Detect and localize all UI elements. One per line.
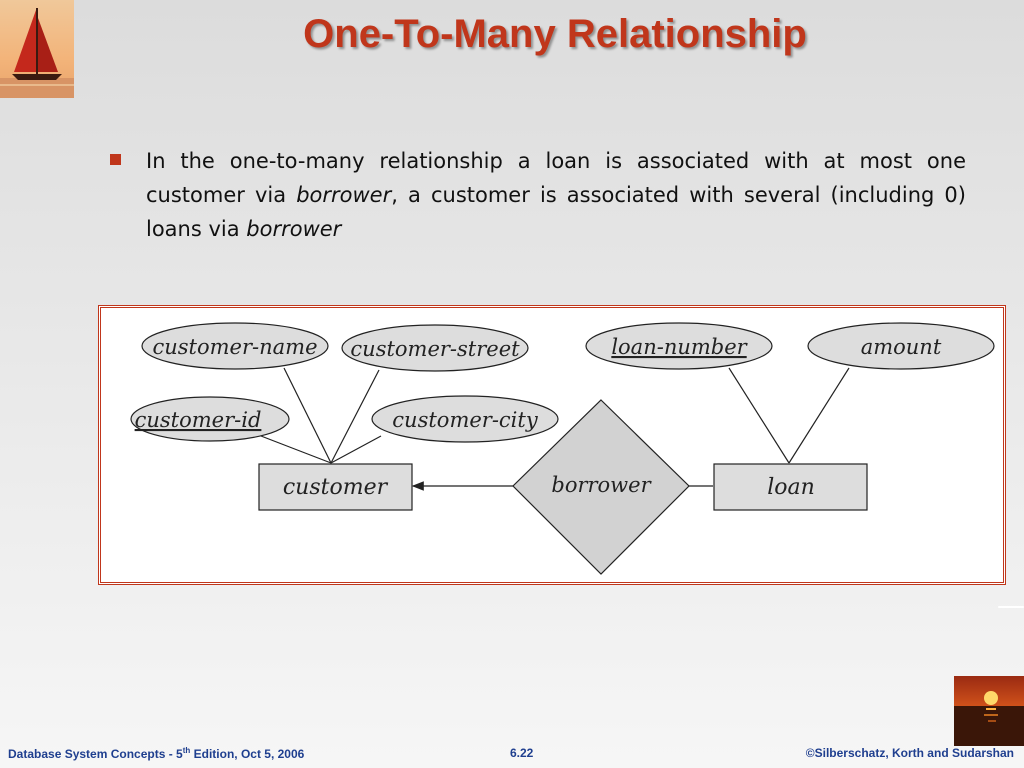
bullet-text: In the one-to-many relationship a loan i… [146,144,966,246]
entity-customer: customer [258,463,413,511]
attribute-label: customer-street [350,337,520,361]
footer-edition-date: Edition, Oct 5, 2006 [190,747,305,761]
edge-customer-street [330,369,380,464]
footer-slide-number: 6.22 [510,746,534,760]
attribute-label: amount [861,335,942,359]
attribute-customer-id: customer-id [130,396,290,442]
bullet-text-part1: In the one-to-many relationship a loan i… [146,149,966,207]
square-bullet-icon [110,154,121,165]
slide-title: One-To-Many Relationship [303,12,807,56]
edge-loan-number [728,367,790,464]
key-attribute-label: customer-id [135,408,262,432]
er-diagram: customer-name customer-street customer-i… [130,322,995,575]
relationship-label: borrower [551,473,652,497]
attribute-customer-street: customer-street [341,324,529,372]
edge-customer-name [283,367,332,464]
attribute-label: customer-name [152,335,317,359]
sunset-logo-icon [954,676,1024,746]
key-attribute-label: loan-number [611,335,748,359]
bullet-emphasis-borrower-1: borrower [296,183,392,207]
footer-book-title: Database System Concepts - 5 [8,747,183,761]
attribute-loan-number: loan-number [585,322,773,370]
footer-book-info: Database System Concepts - 5th Edition, … [8,746,304,761]
attribute-amount: amount [807,322,995,370]
footer-edition-suffix: th [182,746,191,755]
attribute-customer-name: customer-name [141,322,329,370]
bullet-item: In the one-to-many relationship a loan i… [108,144,966,246]
attribute-label: customer-city [392,408,539,432]
er-diagram-frame: customer-name customer-street customer-i… [98,305,1006,585]
footer-copyright: ©Silberschatz, Korth and Sudarshan [805,746,1014,760]
edge-amount [788,367,850,464]
edge-customer-id [260,435,332,464]
edge-customer-city [330,435,382,464]
relationship-borrower: borrower [512,399,690,575]
entity-loan: loan [713,463,868,511]
entity-label: loan [767,475,815,500]
entity-label: customer [283,475,389,500]
bullet-emphasis-borrower-2: borrower [246,217,342,241]
bullet-text-part2: , a customer is associated with several … [146,183,966,241]
sailboat-logo-icon [0,0,74,98]
attribute-customer-city: customer-city [371,395,559,443]
decorative-line [998,606,1024,608]
